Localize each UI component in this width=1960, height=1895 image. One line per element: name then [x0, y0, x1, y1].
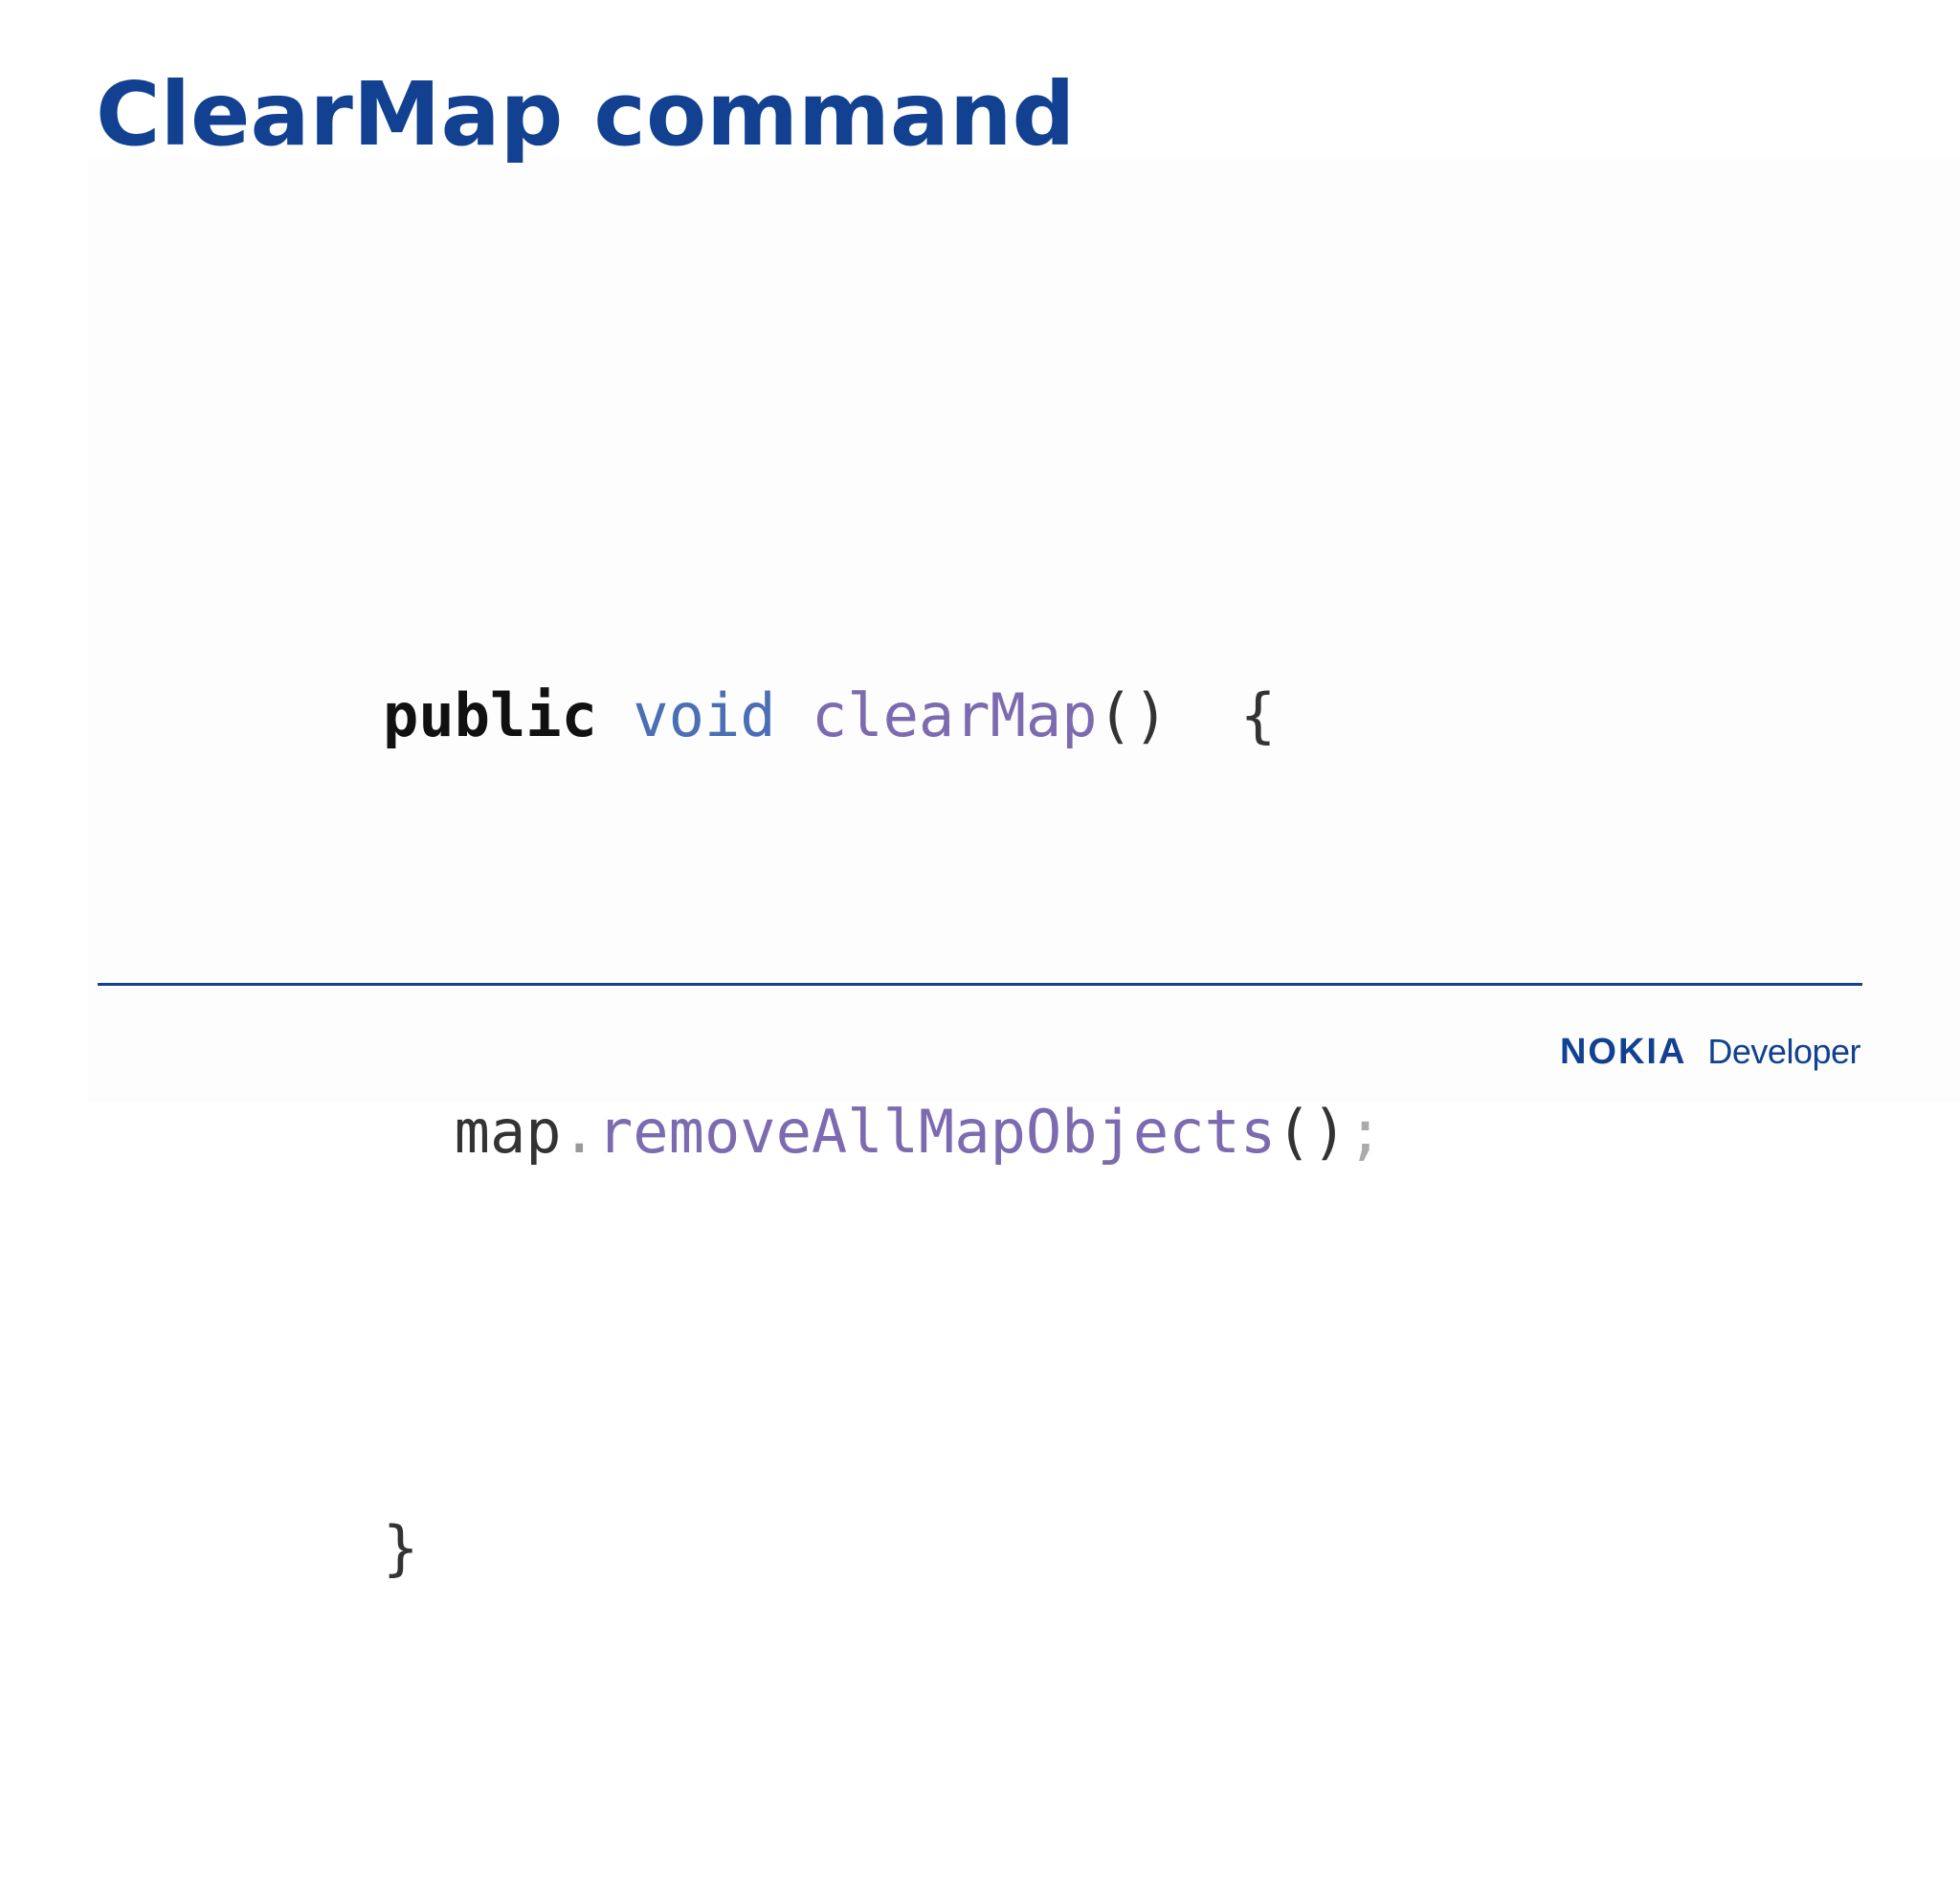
code-line-method-declaration: public void clearMap() { [383, 646, 1383, 785]
developer-wordmark: Developer [1707, 1032, 1860, 1071]
object-map: map [454, 1097, 562, 1167]
method-call: removeAllMapObjects [596, 1097, 1277, 1167]
code-block: public void clearMap() { map.removeAllMa… [383, 368, 1383, 1895]
method-name: clearMap [811, 680, 1098, 750]
member-dot: . [561, 1097, 597, 1167]
code-image-background [88, 158, 1960, 1103]
semicolon: ; [1347, 1097, 1384, 1167]
slide: ClearMap command public void clearMap() … [88, 63, 1960, 1583]
keyword-void: void [633, 680, 776, 750]
footer-divider [98, 983, 1862, 986]
close-brace: } [383, 1513, 419, 1583]
open-brace: { [1239, 680, 1277, 750]
nokia-developer-logo: NOKIA Developer [1559, 1032, 1861, 1073]
nokia-wordmark: NOKIA [1559, 1032, 1687, 1072]
slide-title: ClearMap command [96, 63, 1076, 166]
code-line-closing: } [383, 1479, 1383, 1617]
keyword-public: public [383, 680, 597, 750]
call-parens: () [1276, 1097, 1348, 1167]
code-line-method-body: map.removeAllMapObjects(); [383, 1062, 1384, 1201]
method-parens: () [1097, 680, 1169, 750]
